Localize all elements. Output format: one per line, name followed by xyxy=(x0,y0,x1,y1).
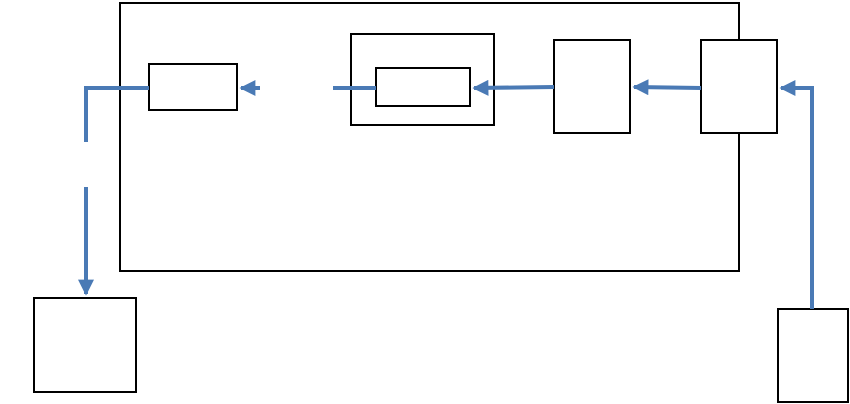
middle-to-inner-arrow xyxy=(472,79,555,96)
output-block xyxy=(148,63,238,111)
input-to-middle-arrow xyxy=(632,79,702,96)
source-to-input-arrow xyxy=(779,80,814,309)
middle-block xyxy=(553,39,631,134)
external-source-box xyxy=(777,308,849,403)
output-exit-upper-segment xyxy=(84,86,149,142)
nested-inner-block xyxy=(375,67,471,107)
external-destination-box xyxy=(33,297,137,393)
input-block xyxy=(700,39,778,134)
